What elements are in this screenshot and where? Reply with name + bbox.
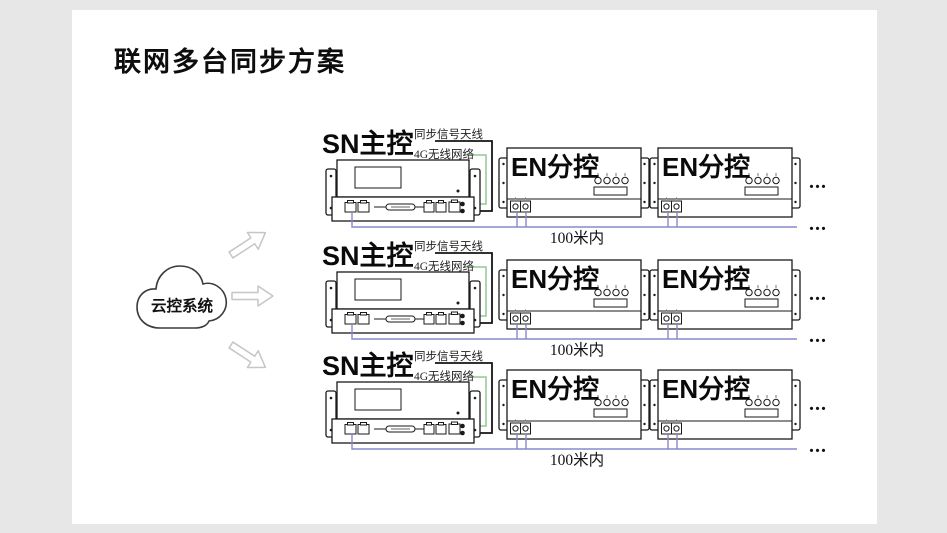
distance-label: 100米内: [550, 341, 604, 359]
network-label: 4G无线网络: [414, 259, 475, 273]
arrow-down-right-icon: [224, 335, 272, 377]
en-slave-label-1: EN分控: [511, 264, 599, 294]
sn-master-label: SN主控: [322, 129, 414, 159]
antenna-label: 同步信号天线: [414, 239, 483, 253]
en-slave-label-2: EN分控: [662, 264, 750, 294]
ellipsis-device: ...: [809, 283, 827, 305]
ellipsis-wire: ...: [809, 213, 827, 235]
bus-wire: [351, 324, 797, 340]
cloud-label: 云控系统: [151, 296, 214, 315]
en-slave-label-2: EN分控: [662, 374, 750, 404]
sync-row-2: SN主控 同步信号天线 4G无线网络 EN分控 EN分控 100米内 ... .…: [322, 239, 827, 359]
antenna-label: 同步信号天线: [414, 127, 483, 141]
antenna-label: 同步信号天线: [414, 349, 483, 363]
page-title: 联网多台同步方案: [114, 47, 346, 77]
bus-wire: [351, 212, 797, 228]
ellipsis-device: ...: [809, 393, 827, 415]
sn-master-device: [325, 381, 481, 444]
cloud-icon: [136, 265, 228, 329]
distance-label: 100米内: [550, 229, 604, 247]
ellipsis-device: ...: [809, 171, 827, 193]
bus-wire: [351, 434, 797, 450]
sn-master-label: SN主控: [322, 351, 414, 381]
ellipsis-wire: ...: [809, 325, 827, 347]
distance-label: 100米内: [550, 451, 604, 469]
en-slave-label-2: EN分控: [662, 152, 750, 182]
network-label: 4G无线网络: [414, 369, 475, 383]
sn-master-label: SN主控: [322, 241, 414, 271]
sn-master-device: [325, 271, 481, 334]
ellipsis-wire: ...: [809, 435, 827, 457]
sn-master-device: [325, 159, 481, 222]
arrow-up-right-icon: [224, 223, 272, 265]
arrow-right-icon: [231, 285, 274, 307]
cloud-system: 云控系统: [136, 265, 228, 329]
sync-row-3: SN主控 同步信号天线 4G无线网络 EN分控 EN分控 100米内 ... .…: [322, 349, 827, 469]
sync-row-1: SN主控 同步信号天线 4G无线网络 EN分控 EN分控 100米内 ... .…: [322, 127, 827, 247]
en-slave-label-1: EN分控: [511, 374, 599, 404]
en-slave-label-1: EN分控: [511, 152, 599, 182]
network-label: 4G无线网络: [414, 147, 475, 161]
